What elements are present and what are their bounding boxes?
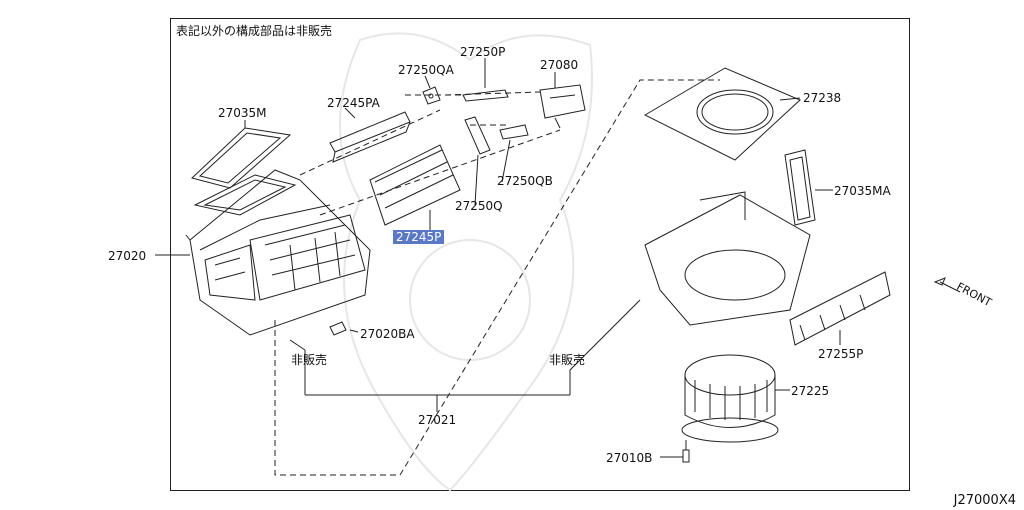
part-label-27035M[interactable]: 27035M xyxy=(218,106,267,120)
part-label-27250Q[interactable]: 27250Q xyxy=(455,199,503,213)
part-label-27238[interactable]: 27238 xyxy=(803,91,842,105)
blower-housing xyxy=(644,191,811,326)
leader-lines xyxy=(155,58,841,458)
filter-27245P xyxy=(369,144,461,226)
bracket-27250Q xyxy=(464,116,491,155)
dashed-guides xyxy=(274,79,720,476)
bracket-27250P xyxy=(462,89,509,102)
filter-27255P xyxy=(789,271,891,346)
part-label-27021[interactable]: 27021 xyxy=(418,413,457,427)
part-label-27255P[interactable]: 27255P xyxy=(818,347,864,361)
part-label-27245P[interactable]: 27245P xyxy=(393,230,445,244)
header-note: 表記以外の構成部品は非販売 xyxy=(176,24,333,38)
seal-27035MA xyxy=(784,149,816,226)
filter-27245PA xyxy=(329,111,411,163)
diagram-id: J27000X4 xyxy=(953,493,1016,508)
part-label-27250P[interactable]: 27250P xyxy=(460,45,506,59)
not-sold-label: 非販売 xyxy=(549,353,586,367)
part-label-27020BA[interactable]: 27020BA xyxy=(360,327,415,341)
blower-cover-27238 xyxy=(643,67,801,161)
part-label-27245PA[interactable]: 27245PA xyxy=(327,96,380,110)
blower-motor-27225 xyxy=(681,354,779,443)
part-label-27020[interactable]: 27020 xyxy=(108,249,147,263)
bracket-27250QB xyxy=(499,124,529,140)
part-label-27080[interactable]: 27080 xyxy=(540,58,579,72)
part-label-27225[interactable]: 27225 xyxy=(791,384,830,398)
part-label-27010B[interactable]: 27010B xyxy=(606,451,653,465)
part-label-27250QB[interactable]: 27250QB xyxy=(497,174,553,188)
gasket-27035M xyxy=(191,127,292,189)
hvac-unit-27020 xyxy=(185,169,371,336)
not-sold-label: 非販売 xyxy=(291,353,328,367)
front-arrow-icon xyxy=(933,277,961,293)
screw-27010B xyxy=(682,440,690,463)
part-label-27250QA[interactable]: 27250QA xyxy=(398,63,454,77)
bracket-27250QA xyxy=(422,86,441,105)
actuator-27080 xyxy=(539,84,586,129)
clip-27020BA xyxy=(329,321,347,336)
part-label-27035MA[interactable]: 27035MA xyxy=(834,184,891,198)
